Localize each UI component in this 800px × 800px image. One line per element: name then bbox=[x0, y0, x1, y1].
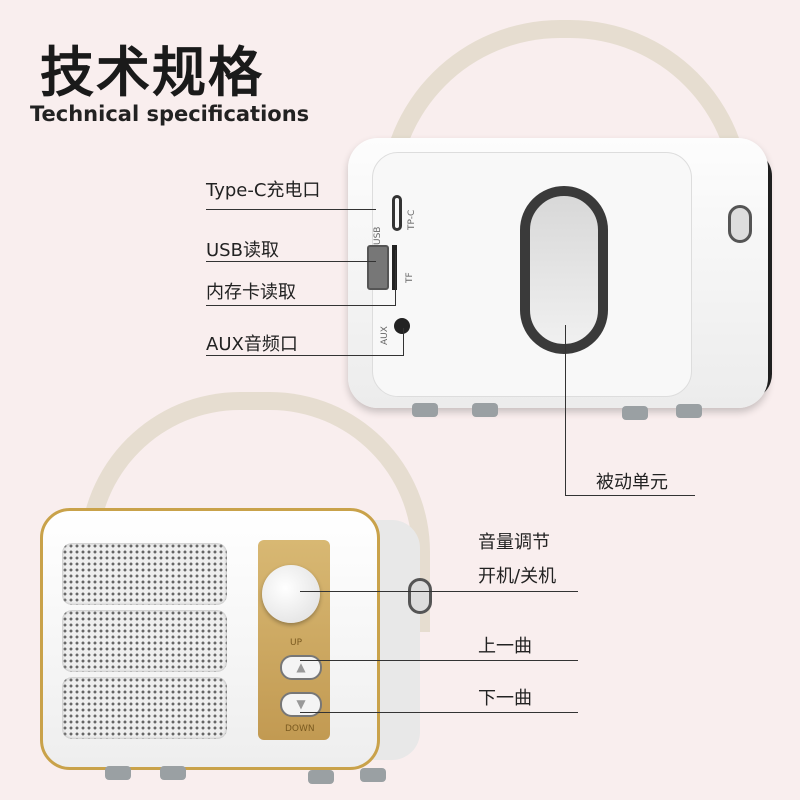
leader-line bbox=[206, 305, 396, 306]
leader-line bbox=[206, 209, 376, 210]
leader-line bbox=[300, 660, 578, 661]
leader-line bbox=[565, 325, 566, 495]
page-subtitle: Technical specifications bbox=[30, 102, 310, 126]
page-title: 技术规格 bbox=[40, 41, 264, 104]
leader-line bbox=[403, 328, 404, 356]
up-triangle-icon: ▲ bbox=[296, 660, 306, 674]
foot bbox=[676, 404, 702, 418]
leader-line bbox=[300, 712, 578, 713]
aux-jack bbox=[394, 318, 410, 334]
leader-line bbox=[300, 591, 578, 592]
volume-knob[interactable] bbox=[262, 565, 320, 623]
passive-radiator bbox=[520, 186, 608, 354]
leader-line bbox=[395, 250, 396, 306]
speaker-grille bbox=[62, 610, 227, 672]
foot bbox=[360, 768, 386, 782]
leader-line bbox=[206, 261, 376, 262]
speaker-grille bbox=[62, 677, 227, 739]
label-prev: 上一曲 bbox=[478, 636, 532, 657]
speaker-grille bbox=[62, 543, 227, 605]
foot bbox=[622, 406, 648, 420]
tpc-mark: TP-C bbox=[407, 209, 417, 230]
typec-port bbox=[392, 195, 402, 231]
down-mark: DOWN bbox=[285, 724, 315, 734]
tf-slot bbox=[392, 245, 397, 290]
foot bbox=[308, 770, 334, 784]
handle-bolt bbox=[728, 205, 752, 243]
usb-port bbox=[367, 245, 389, 290]
handle-bolt bbox=[408, 578, 432, 614]
label-typec: Type-C充电口 bbox=[206, 180, 321, 201]
label-aux: AUX音频口 bbox=[206, 334, 298, 355]
foot bbox=[412, 403, 438, 417]
label-next: 下一曲 bbox=[478, 688, 532, 709]
down-triangle-icon: ▼ bbox=[296, 697, 306, 711]
label-volume: 音量调节 bbox=[478, 532, 550, 553]
aux-mark: AUX bbox=[380, 326, 390, 345]
leader-line bbox=[206, 355, 404, 356]
foot bbox=[160, 766, 186, 780]
label-usb: USB读取 bbox=[206, 240, 279, 261]
foot bbox=[472, 403, 498, 417]
foot bbox=[105, 766, 131, 780]
label-tf: 内存卡读取 bbox=[206, 282, 296, 303]
label-power: 开机/关机 bbox=[478, 566, 557, 587]
prev-button[interactable]: ▲ bbox=[280, 655, 322, 680]
up-mark: UP bbox=[290, 638, 303, 648]
usb-mark: USB bbox=[373, 226, 383, 245]
next-button[interactable]: ▼ bbox=[280, 692, 322, 717]
tf-mark: TF bbox=[405, 272, 415, 283]
label-passive: 被动单元 bbox=[596, 472, 668, 493]
leader-line bbox=[565, 495, 695, 496]
